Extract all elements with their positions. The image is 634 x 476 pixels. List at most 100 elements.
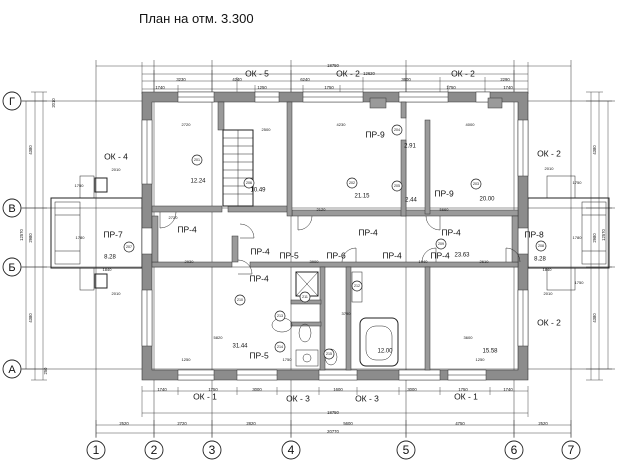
plan-title: План на отм. 3.300 [139,11,254,26]
opening-label: ОК - 3 [286,393,310,403]
dimension-inner: 1250 [182,357,192,362]
axis-label-vertical: 5 [403,443,410,457]
opening-label: ОК - 2 [336,68,360,78]
dimension-inner: 3900 [310,259,320,264]
axis-bubble-vertical [144,440,164,460]
opening-label: ОК - 5 [245,68,269,78]
room-area: 2.44 [405,198,417,204]
dimension-bottom: 1740 [503,387,513,392]
opening-label: ОК - 1 [454,391,478,401]
room-number-circle [391,124,403,136]
dimension-bottom: 2720 [177,421,187,426]
dimension-top: 1250 [257,85,267,90]
left-balcony [50,175,143,291]
room-number-circle [274,341,286,353]
axis-bubble-horizontal [2,359,22,379]
room-number: 214 [277,345,283,349]
room-area: 21.15 [354,194,370,200]
dimension-inner: 1840 [103,267,113,272]
dimension-left: 4380 [28,313,33,323]
dimension-bottom: 2520 [538,421,548,426]
room-number: 213 [277,314,283,318]
room-number: 202 [349,181,355,185]
dimension-inner: 2120 [317,207,327,212]
axis-label-vertical: 2 [151,443,158,457]
dimension-inner: 1750 [283,357,293,362]
dimension-inner: 2720 [182,122,192,127]
dimension-left: 2010 [51,98,56,108]
room-area: 10.49 [250,188,266,194]
dimension-bottom: 3000 [252,387,262,392]
room-area: 31.44 [232,344,248,350]
room-number-circle [470,178,482,190]
dimension-inner: 1780 [573,235,583,240]
dimension-top: 2290 [500,77,510,82]
dimension-top: 1750 [446,85,456,90]
dimension-inner: 2720 [169,215,179,220]
opening-label: ПР-4 [441,227,461,237]
room-area: 8.28 [104,255,116,261]
dimension-inner: 1840 [543,267,553,272]
dimension-right: 4380 [592,313,597,323]
room-number-circle [391,180,403,192]
dimension-inner: 4000 [466,122,476,127]
axis-bubble-vertical [396,440,416,460]
dimension-inner: 2610 [480,259,490,264]
dimension-inner: 5820 [214,335,224,340]
room-area: 15.58 [482,349,498,355]
room-area: 23.63 [454,253,470,259]
dimension-bottom: 1600 [333,387,343,392]
dimension-lines [22,62,612,437]
axis-label-vertical: 7 [568,443,575,457]
axis-label-horizontal: Б [8,262,15,274]
dimension-top: 1750 [324,85,334,90]
room-number: 201 [194,158,200,162]
dimension-top: 1740 [155,85,165,90]
room-number-circle [299,291,311,303]
axis-bubble-vertical [202,440,222,460]
dimension-left: 2980 [28,233,33,243]
dimension-bottom: 1740 [157,387,167,392]
axis-bubble-vertical [561,440,581,460]
opening-label: ПР-6 [326,250,346,260]
axis-bubble-horizontal [2,91,22,111]
dimension-top: 6240 [300,77,310,82]
interior-walls [151,97,519,371]
dimension-bottom: 1750 [208,387,218,392]
room-number-circle [234,294,246,306]
opening-label: ПР-7 [103,229,123,239]
room-number-circle [535,240,547,252]
opening-label: ПР-8 [524,229,544,239]
dimension-top: 4240 [232,77,242,82]
dimension-left: 250 [43,367,48,375]
room-number-circle [243,177,255,189]
opening-label: ПР-9 [365,129,385,139]
dimension-inner: 2010 [545,166,555,171]
room-number-circle [123,241,135,253]
dimension-inner: 1250 [476,357,486,362]
dimension-right: 12570 [601,229,606,241]
dimension-bottom: 3000 [407,387,417,392]
opening-label: ОК - 2 [537,317,561,327]
opening-label: ПР-4 [250,246,270,256]
dimension-top: 18750 [327,63,339,68]
opening-label: ПР-4 [249,273,269,283]
axis-label-horizontal: А [8,364,16,376]
opening-label: ОК - 2 [451,68,475,78]
room-area: 8.28 [534,257,546,263]
dimension-inner: 2010 [112,167,122,172]
axis-label-horizontal: Г [9,96,15,108]
dimension-left: 12570 [19,229,24,241]
exterior-walls [141,91,529,381]
dimension-inner: 2930 [185,259,195,264]
dimension-inner: 3790 [342,311,352,316]
dimension-inner: 2500 [262,127,272,132]
dimension-bottom: 20770 [327,429,339,434]
axis-label-vertical: 6 [511,443,518,457]
axis-label-horizontal: В [8,203,15,215]
